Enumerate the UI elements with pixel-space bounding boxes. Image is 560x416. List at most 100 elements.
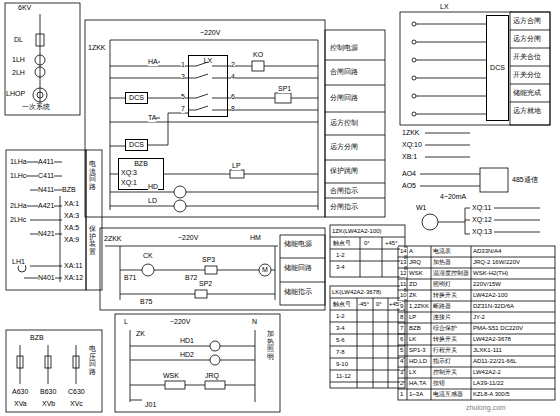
table-cell: 连接片 [433, 314, 451, 321]
control-circuit-stroke [174, 200, 186, 212]
table-cell: ZD [409, 281, 417, 288]
terminal-label: HD1 [180, 337, 194, 345]
heater-circuit-stroke [130, 346, 255, 360]
storage-circuit-stroke [105, 246, 278, 300]
terminal-label: 2LHc [10, 216, 26, 224]
terminal-label: XA:9 [64, 236, 79, 244]
table-cell: LX [409, 369, 416, 376]
terminal-label: ~220V [200, 29, 220, 37]
dcs-interface [400, 12, 550, 234]
control-circuit-stroke [275, 93, 291, 103]
table-cell: 行程开关 [433, 347, 457, 354]
component-box: DCS [486, 15, 509, 121]
table-cell: +45° [385, 240, 398, 247]
control-circuit-stroke [110, 192, 318, 206]
table-rule [398, 268, 555, 269]
terminal-label: ~220V [178, 234, 198, 242]
table-cell: 电流互感器 [433, 391, 463, 398]
dcs-interface-stroke [480, 168, 508, 192]
terminal-label: 远方合闸 [513, 17, 541, 25]
single-line-diagram [5, 3, 80, 115]
terminal-label: XA:1 [64, 200, 79, 208]
table-cell: 1-2 [336, 252, 345, 259]
table-cell: 温湿度控制器 [433, 270, 469, 277]
control-circuit-stroke [228, 66, 318, 110]
terminal-label: BZB [30, 334, 44, 342]
control-circuit-stroke [174, 186, 186, 198]
single-line-diagram-stroke [36, 34, 44, 46]
terminal-label: HM [250, 234, 261, 242]
terminal-label: 开关分位 [513, 71, 541, 79]
heater-circuit-stroke [210, 355, 220, 365]
table-cell: 12 [400, 270, 407, 277]
table-rule [398, 345, 555, 346]
table-cell: 控制开关 [433, 369, 457, 376]
dcs-interface-stroke [400, 12, 550, 125]
terminal-label: 一次系统 [22, 103, 50, 111]
table-cell: A [409, 248, 413, 255]
storage-circuit-stroke [259, 264, 271, 276]
voltage-circuit-stroke [73, 356, 79, 368]
terminal-label: 储能完成 [513, 89, 541, 97]
single-line-diagram-stroke [37, 92, 43, 98]
table-cell: 11-12 [336, 373, 351, 380]
table-cell: 10 [400, 292, 407, 299]
current-circuit [6, 150, 102, 290]
terminal-label: HD [148, 183, 158, 191]
terminal-label: 合闸指示 [330, 187, 358, 195]
heater-circuit-stroke [210, 341, 220, 351]
switch-tables-stroke [330, 298, 405, 388]
table-cell: WSK-H2(TH) [473, 270, 508, 277]
terminal-label: HD2 [180, 351, 194, 359]
terminal-label: AO5 [402, 182, 416, 190]
table-cell: DZ31N-32D/6A [473, 303, 514, 310]
terminal-label: 2LH [12, 69, 25, 77]
terminal-label: 2 [231, 61, 235, 69]
dcs-interface-stroke [422, 214, 438, 230]
component-box: LX [188, 55, 228, 117]
terminal-label: ~220V [170, 318, 190, 326]
control-circuit-stroke [230, 170, 244, 178]
table-rule [398, 378, 555, 379]
current-circuit-stroke [6, 150, 86, 290]
terminal-label: 1LHc [10, 172, 26, 180]
terminal-label: XQ:10 [402, 141, 422, 149]
material-table-stroke [398, 246, 555, 400]
switch-tables-stroke [330, 237, 405, 277]
storage-circuit-stroke [100, 228, 325, 310]
table-cell: -45° [358, 301, 369, 308]
dcs-interface-stroke [425, 133, 470, 157]
dcs-interface-stroke [412, 112, 416, 116]
table-rule [398, 389, 555, 390]
terminal-label: 6KV [18, 4, 31, 12]
terminal-label: WSK [163, 372, 179, 380]
terminal-label: LH1 [12, 258, 25, 266]
terminal-label: 1ZKK [402, 129, 420, 137]
storage-circuit-stroke [280, 235, 325, 305]
table-rule [398, 356, 555, 357]
terminal-label: XA:12 [64, 274, 83, 282]
terminal-label: 1LH [12, 56, 25, 64]
single-line-diagram-stroke [35, 55, 45, 65]
table-cell: 照明灯 [433, 281, 451, 288]
terminal-label: ZK [136, 330, 145, 338]
terminal-label: XA:11 [64, 262, 83, 270]
table-rule [398, 279, 555, 280]
terminal-label: XQ:12 [472, 216, 492, 224]
table-cell: 加热器 [433, 259, 451, 266]
terminal-label: A411 [38, 158, 54, 166]
voltage-circuit-stroke [17, 356, 23, 368]
single-line-diagram-stroke [35, 67, 45, 77]
component-label: DCS [129, 141, 144, 149]
table-cell: 8 [400, 314, 403, 321]
current-circuit-stroke [24, 162, 62, 282]
table-cell: LW42A2-3678 [473, 336, 511, 343]
terminal-label: XQ:3 [121, 169, 137, 177]
terminal-label: A421 [38, 202, 54, 210]
storage-circuit-stroke [142, 264, 154, 276]
table-rule [398, 367, 555, 368]
terminal-label: 分闸指示 [330, 203, 358, 211]
table-rule [398, 301, 555, 302]
terminal-label: N421 [38, 230, 55, 238]
table-cell: WSK [409, 270, 423, 277]
